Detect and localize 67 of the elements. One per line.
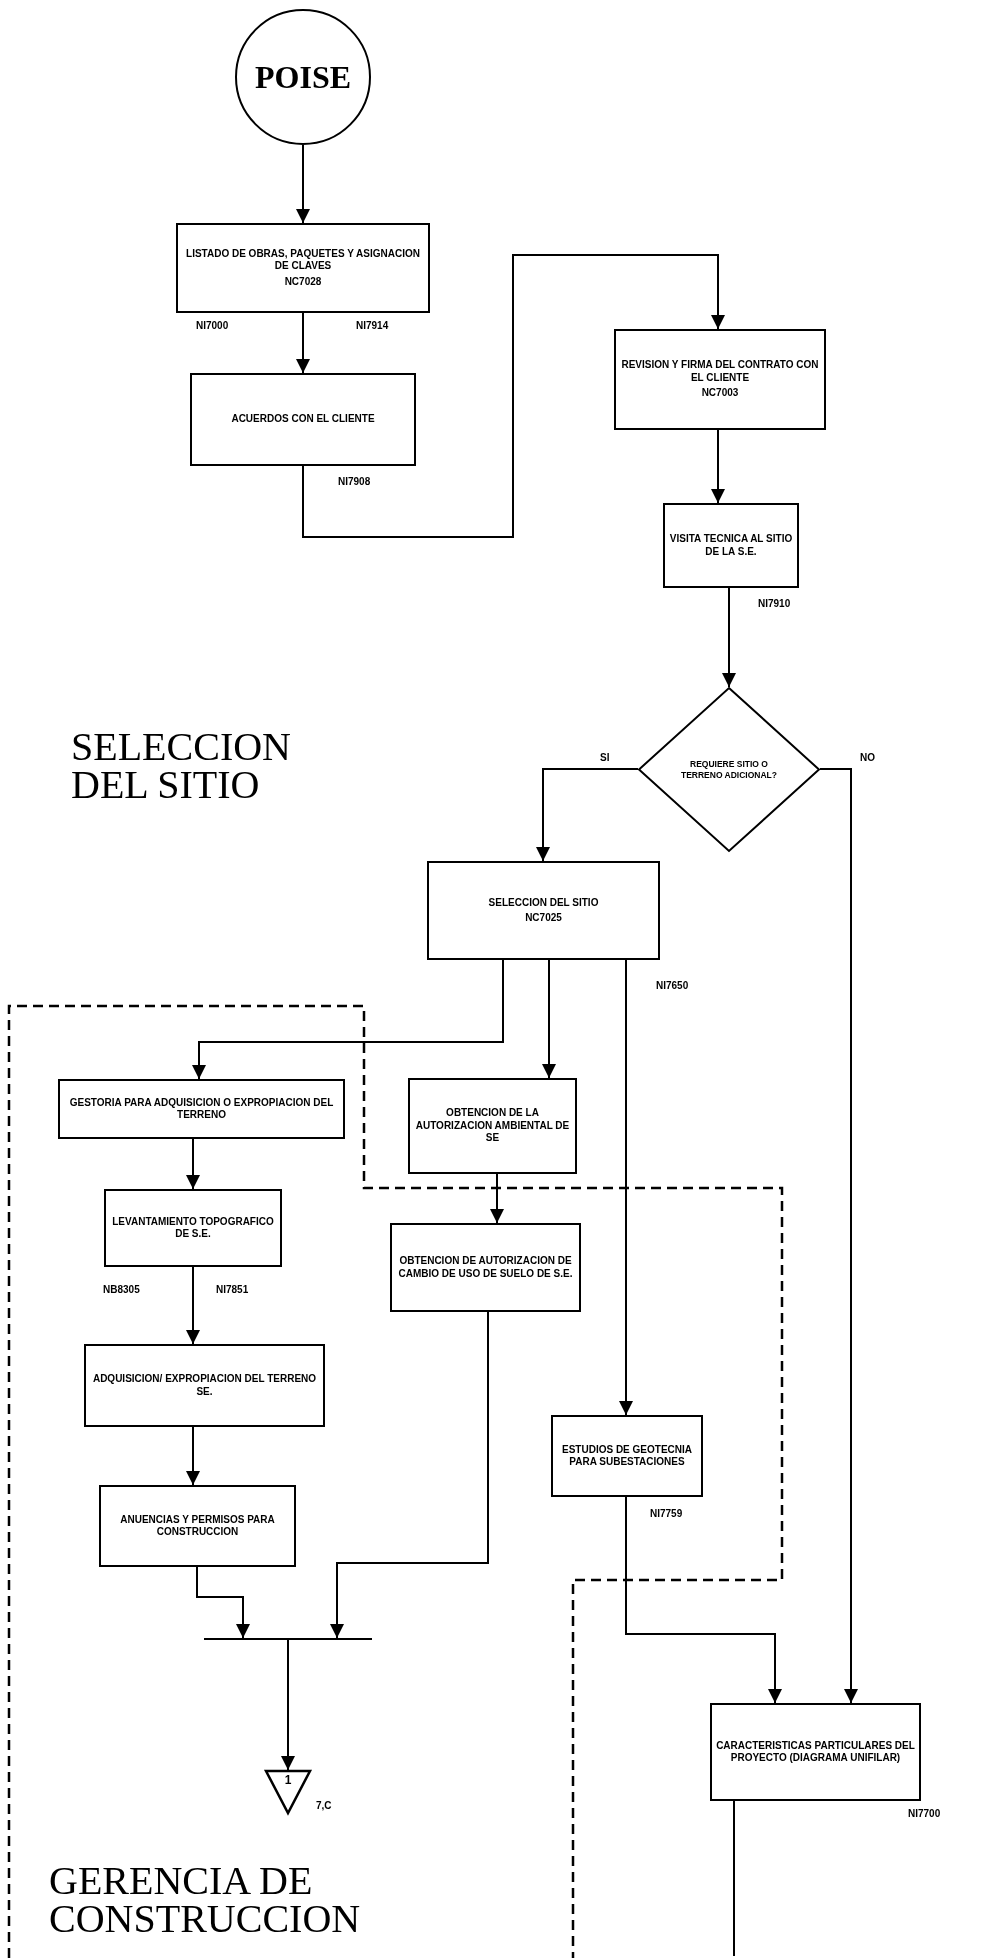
- node-text: NC7025: [525, 912, 562, 925]
- section-heading: GERENCIA DE CONSTRUCCION: [49, 1862, 362, 1938]
- process-box: [663, 503, 799, 588]
- node-text: ACUERDOS CON EL CLIENTE: [231, 413, 375, 426]
- reference-code: NI7000: [196, 320, 229, 331]
- process-box: [58, 1079, 345, 1139]
- reference-code: NI7700: [908, 1808, 941, 1819]
- node-text: SELECCION DEL SITIO: [488, 896, 599, 909]
- process-box: [176, 223, 430, 313]
- process-box: [710, 1703, 921, 1801]
- reference-code: NI7650: [656, 980, 689, 991]
- arrow: [186, 1266, 200, 1345]
- arrow: [722, 587, 736, 688]
- reference-code: NI7851: [216, 1284, 249, 1295]
- decision-diamond: [638, 687, 820, 852]
- reference-code: NI7910: [758, 598, 791, 609]
- arrow: [536, 768, 639, 862]
- offpage-connector: [265, 1770, 311, 1814]
- process-box: [190, 373, 416, 466]
- arrow: [296, 312, 310, 374]
- arrow: [196, 1566, 250, 1639]
- node-text: 1: [284, 1773, 292, 1788]
- reference-code: 7,C: [316, 1800, 332, 1811]
- reference-code: NI7759: [650, 1508, 683, 1519]
- edge-label: SI: [598, 752, 612, 763]
- reference-code: NI7908: [338, 476, 371, 487]
- connector-line: [733, 1800, 735, 1957]
- node-text: OBTENCION DE AUTORIZACION DE CAMBIO DE USO DE SUELO DE S.E.: [397, 1255, 574, 1280]
- process-box: [390, 1223, 581, 1312]
- node-text: GESTORIA PARA ADQUISICION O EXPROPIACION DEL TERRENO: [68, 1096, 335, 1122]
- arrow: [625, 1496, 782, 1704]
- node-text: ANUENCIAS Y PERMISOS PARA CONSTRUCCION: [119, 1513, 276, 1539]
- node-text: VISITA TECNICA AL SITIO DE LA S.E.: [669, 533, 793, 558]
- arrow: [186, 1426, 200, 1486]
- node-text: LISTADO DE OBRAS, PAQUETES Y ASIGNACION DE CLAVES: [185, 247, 421, 273]
- arrow: [819, 768, 858, 1704]
- process-box: [408, 1078, 577, 1174]
- arrow: [296, 144, 310, 224]
- arrow: [542, 959, 556, 1079]
- process-box: [427, 861, 660, 960]
- process-box: [551, 1415, 703, 1497]
- node-text: NC7028: [284, 275, 322, 289]
- arrow: [302, 254, 725, 538]
- process-box: [104, 1189, 282, 1267]
- node-text: REQUIERE SITIO O TERRENO ADICIONAL?: [680, 758, 778, 781]
- arrow: [711, 429, 725, 504]
- node-text: CARACTERISTICAS PARTICULARES DEL PROYECTO (DIAGRAMA UNIFILAR): [716, 1739, 915, 1765]
- arrow: [192, 959, 504, 1080]
- node-text: NC7003: [701, 387, 739, 400]
- edge-label: NO: [858, 752, 877, 763]
- arrow: [490, 1173, 504, 1224]
- arrow: [619, 959, 633, 1416]
- node-text: POISE: [255, 58, 351, 97]
- node-text: REVISION Y FIRMA DEL CONTRATO CON EL CLIENTE: [620, 359, 820, 385]
- reference-code: NB8305: [103, 1284, 140, 1295]
- node-text: LEVANTAMIENTO TOPOGRAFICO DE S.E.: [111, 1215, 275, 1241]
- arrow: [330, 1311, 489, 1639]
- arrow: [186, 1138, 200, 1190]
- node-text: OBTENCION DE LA AUTORIZACION AMBIENTAL DE SE: [414, 1107, 571, 1145]
- process-box: [99, 1485, 296, 1567]
- process-box: [614, 329, 826, 430]
- reference-code: NI7914: [356, 320, 389, 331]
- section-heading: SELECCION DEL SITIO: [71, 728, 292, 804]
- process-box: [84, 1344, 325, 1427]
- node-text: ADQUISICION/ EXPROPIACION DEL TERRENO SE.: [91, 1373, 318, 1398]
- arrow: [281, 1639, 295, 1771]
- node-text: ESTUDIOS DE GEOTECNIA PARA SUBESTACIONES: [561, 1443, 693, 1469]
